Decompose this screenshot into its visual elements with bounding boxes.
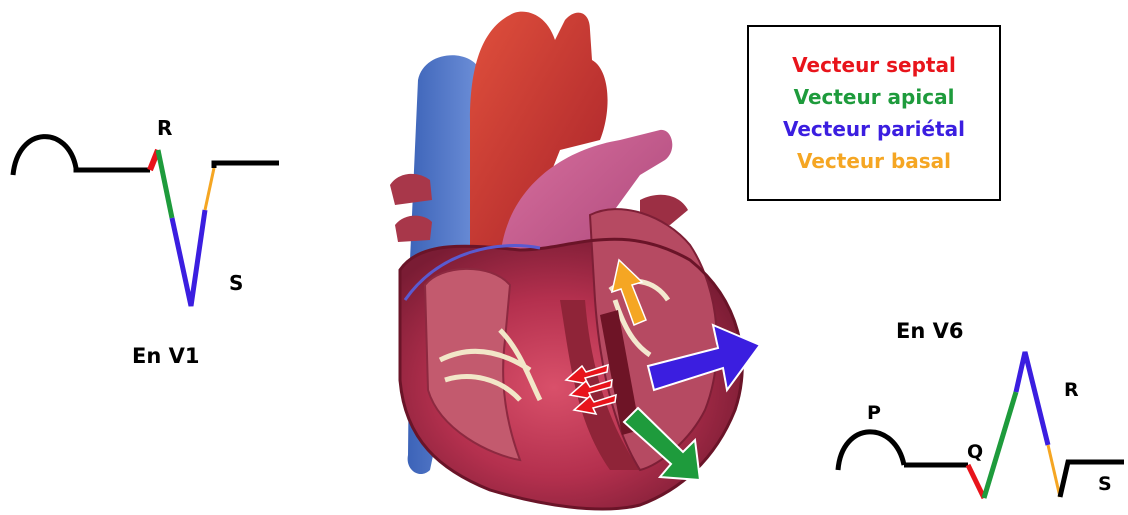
legend-item-septal: Vecteur septal <box>792 52 956 78</box>
v1-caption: En V1 <box>132 344 199 368</box>
v1-basal-segment <box>205 168 214 210</box>
v1-baseline-post <box>214 163 279 168</box>
v6-p-wave <box>838 432 904 470</box>
v1-baseline-pre <box>76 168 150 170</box>
ecg-v6: En V6 P Q R S <box>838 319 1124 498</box>
v1-r-label: R <box>157 116 172 140</box>
v1-apical-segment <box>158 150 172 218</box>
v6-q-label: Q <box>967 441 983 463</box>
legend-item-basal: Vecteur basal <box>797 148 951 174</box>
v1-parietal-segment <box>172 210 205 306</box>
v6-caption: En V6 <box>896 319 963 343</box>
v1-p-wave <box>13 137 76 175</box>
legend-item-apical: Vecteur apical <box>794 84 955 110</box>
legend-item-parietal: Vecteur pariétal <box>783 116 965 142</box>
v1-s-label: S <box>229 271 243 295</box>
heart-illustration <box>390 12 742 509</box>
v6-apical-segment <box>984 392 1016 498</box>
v6-basal-segment <box>1048 445 1060 497</box>
v6-s-label: S <box>1098 473 1112 495</box>
ecg-v1: R S En V1 <box>13 116 279 368</box>
v6-p-label: P <box>867 402 881 424</box>
v6-septal-segment <box>968 465 984 498</box>
v6-parietal-segment <box>1016 352 1048 445</box>
v6-r-label: R <box>1064 379 1079 401</box>
v6-baseline-post <box>1060 462 1124 497</box>
legend: Vecteur septal Vecteur apical Vecteur pa… <box>747 25 1001 201</box>
